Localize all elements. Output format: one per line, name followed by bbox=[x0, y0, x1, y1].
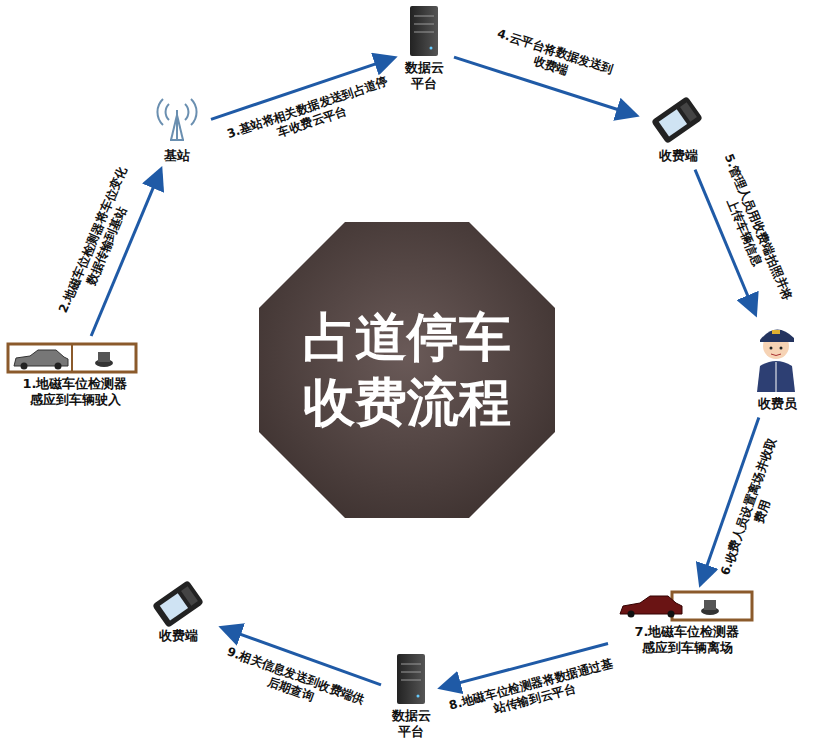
pos-terminal: 收费端 bbox=[138, 578, 218, 646]
node-label: 7.地磁车位检测器 感应到车辆离场 bbox=[629, 624, 745, 655]
pos-terminal-icon bbox=[152, 580, 204, 628]
base-station: 基站 bbox=[147, 96, 207, 166]
node-label: 数据云 平台 bbox=[403, 60, 445, 91]
cloud-platform: 数据云 平台 bbox=[385, 650, 437, 741]
person-icon bbox=[757, 329, 795, 392]
toll-collector: 收费员 bbox=[744, 318, 810, 414]
diagram-heading: 占道停车 收费流程 bbox=[297, 305, 517, 435]
title-octagon: 占道停车 收费流程 bbox=[257, 220, 557, 520]
server-icon bbox=[397, 654, 425, 704]
pos-terminal-icon bbox=[651, 96, 703, 144]
step-label: 5.管理人员用收费端拍照并将上传车辆信息 bbox=[704, 148, 797, 312]
cloud-platform: 数据云 平台 bbox=[398, 2, 450, 93]
node-label: 1.地磁车位检测器 感应到车辆驶入 bbox=[19, 376, 131, 407]
car-sensor-icon bbox=[8, 344, 136, 372]
step-label: 2.地磁车位检测器将车位变化数据传输到基站 bbox=[53, 161, 146, 325]
node-label: 收费端 bbox=[643, 148, 713, 164]
node-label: 收费员 bbox=[746, 396, 808, 412]
node-label: 数据云 平台 bbox=[390, 708, 432, 739]
car-sensor-icon bbox=[620, 592, 752, 620]
node-label: 基站 bbox=[152, 148, 202, 164]
step-label: 8.地磁车位检测器将数据通过基站传输到云平台 bbox=[444, 655, 620, 730]
sensor-node: 7.地磁车位检测器 感应到车辆离场 bbox=[612, 588, 762, 657]
server-icon bbox=[410, 6, 438, 56]
pos-terminal: 收费端 bbox=[640, 92, 716, 166]
step-label: 4.云平台将数据发送到收费端 bbox=[484, 24, 621, 95]
base-station-icon bbox=[157, 99, 196, 140]
node-label: 收费端 bbox=[143, 628, 213, 644]
sensor-node: 1.地磁车位检测器 感应到车辆驶入 bbox=[4, 340, 146, 409]
octagon-shape bbox=[257, 220, 557, 520]
